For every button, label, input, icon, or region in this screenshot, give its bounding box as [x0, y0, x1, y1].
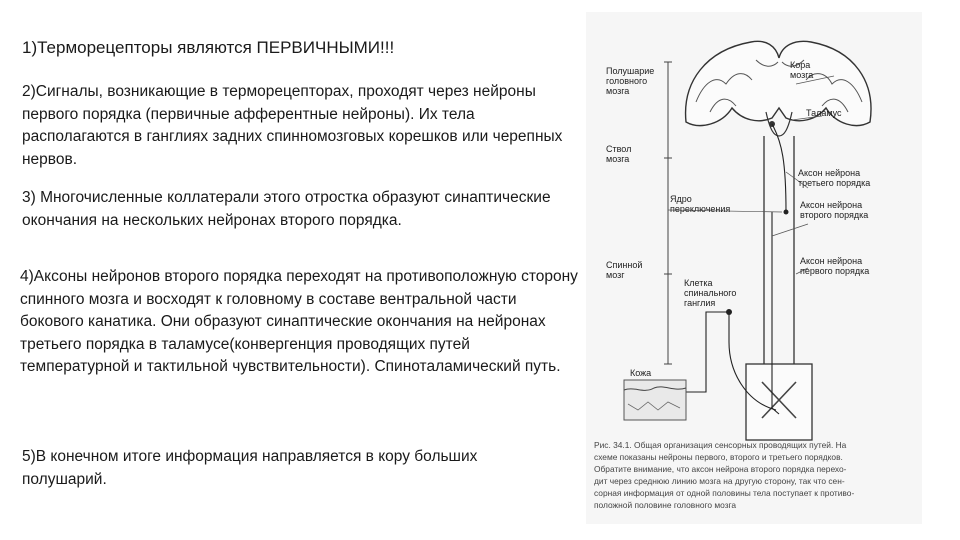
- skin-surface: [623, 386, 687, 391]
- leader-axon3: [785, 171, 809, 189]
- brain-hemispheres: [684, 40, 872, 127]
- third-order-axon: [771, 123, 787, 213]
- first-order-axon: [728, 312, 777, 411]
- second-order-axon: [771, 212, 780, 415]
- label-cortex: мозга: [790, 70, 813, 80]
- label-hemisphere: мозга: [606, 86, 629, 96]
- label-relay-nucleus: Ядро: [670, 194, 692, 204]
- label-cortex: Кора: [790, 60, 810, 70]
- label-ganglion-cell: спинального: [684, 288, 736, 298]
- paragraph-1: 1)Терморецепторы являются ПЕРВИЧНЫМИ!!!: [22, 38, 395, 57]
- cortex-folds: [695, 59, 863, 113]
- label-spinal-cord: Спинной: [606, 260, 642, 270]
- paragraph-3: 3) Многочисленные коллатерали этого отро…: [22, 189, 551, 229]
- label-axon-second: Аксон нейрона: [800, 200, 862, 210]
- label-spinal-cord: мозг: [606, 270, 625, 280]
- leader-relay: [667, 209, 783, 213]
- paragraph-4: 4)Аксоны нейронов второго порядка перехо…: [20, 268, 578, 375]
- caption-line: дит через среднюю линию мозга на другую …: [594, 476, 845, 486]
- relay-nucleus-neuron: [783, 209, 789, 215]
- label-brainstem: мозга: [606, 154, 629, 164]
- spinal-cord-outline: [763, 136, 795, 364]
- paragraph-2: 2)Сигналы, возникающие в терморецепторах…: [22, 83, 563, 168]
- grey-matter-butterfly: [761, 381, 797, 419]
- label-brainstem: Ствол: [606, 144, 631, 154]
- caption-line: сорная информация от одной половины тела…: [594, 488, 854, 498]
- caption-line: Рис. 34.1. Общая организация сенсорных п…: [594, 440, 847, 450]
- paragraph-5: 5)В конечном итоге информация направляет…: [22, 448, 478, 488]
- label-axon-third: Аксон нейрона: [798, 168, 860, 178]
- caption-line: Обратите внимание, что аксон нейрона вто…: [594, 464, 847, 474]
- leader-thalamus: [791, 115, 823, 121]
- caption-line: схеме показаны нейроны первого, второго …: [594, 452, 843, 462]
- skin-block: [623, 379, 687, 421]
- label-ganglion-cell: ганглия: [684, 298, 715, 308]
- label-hemisphere: головного: [606, 76, 647, 86]
- label-relay-nucleus: переключения: [670, 204, 730, 214]
- label-axon-first: Аксон нейрона: [800, 256, 862, 266]
- leader-axon1: [795, 267, 809, 275]
- label-axon-first: первого порядка: [800, 266, 869, 276]
- pathway-diagram: Полушарие головного мозга Кора мозга Тал…: [586, 12, 922, 524]
- skin-texture: [627, 401, 681, 411]
- label-hemisphere: Полушарие: [606, 66, 654, 76]
- leader-cortex: [795, 75, 835, 85]
- label-axon-third: третьего порядка: [798, 178, 870, 188]
- label-skin: Кожа: [630, 368, 651, 378]
- label-thalamus: Таламус: [806, 108, 842, 118]
- leader-axon2: [771, 223, 809, 237]
- sensory-pathway-figure: Полушарие головного мозга Кора мозга Тал…: [586, 12, 922, 524]
- spinal-cord-section: [745, 363, 813, 441]
- label-axon-second: второго порядка: [800, 210, 868, 220]
- caption-line: положной половине головного мозга: [594, 500, 736, 510]
- label-ganglion-cell: Клетка: [684, 278, 712, 288]
